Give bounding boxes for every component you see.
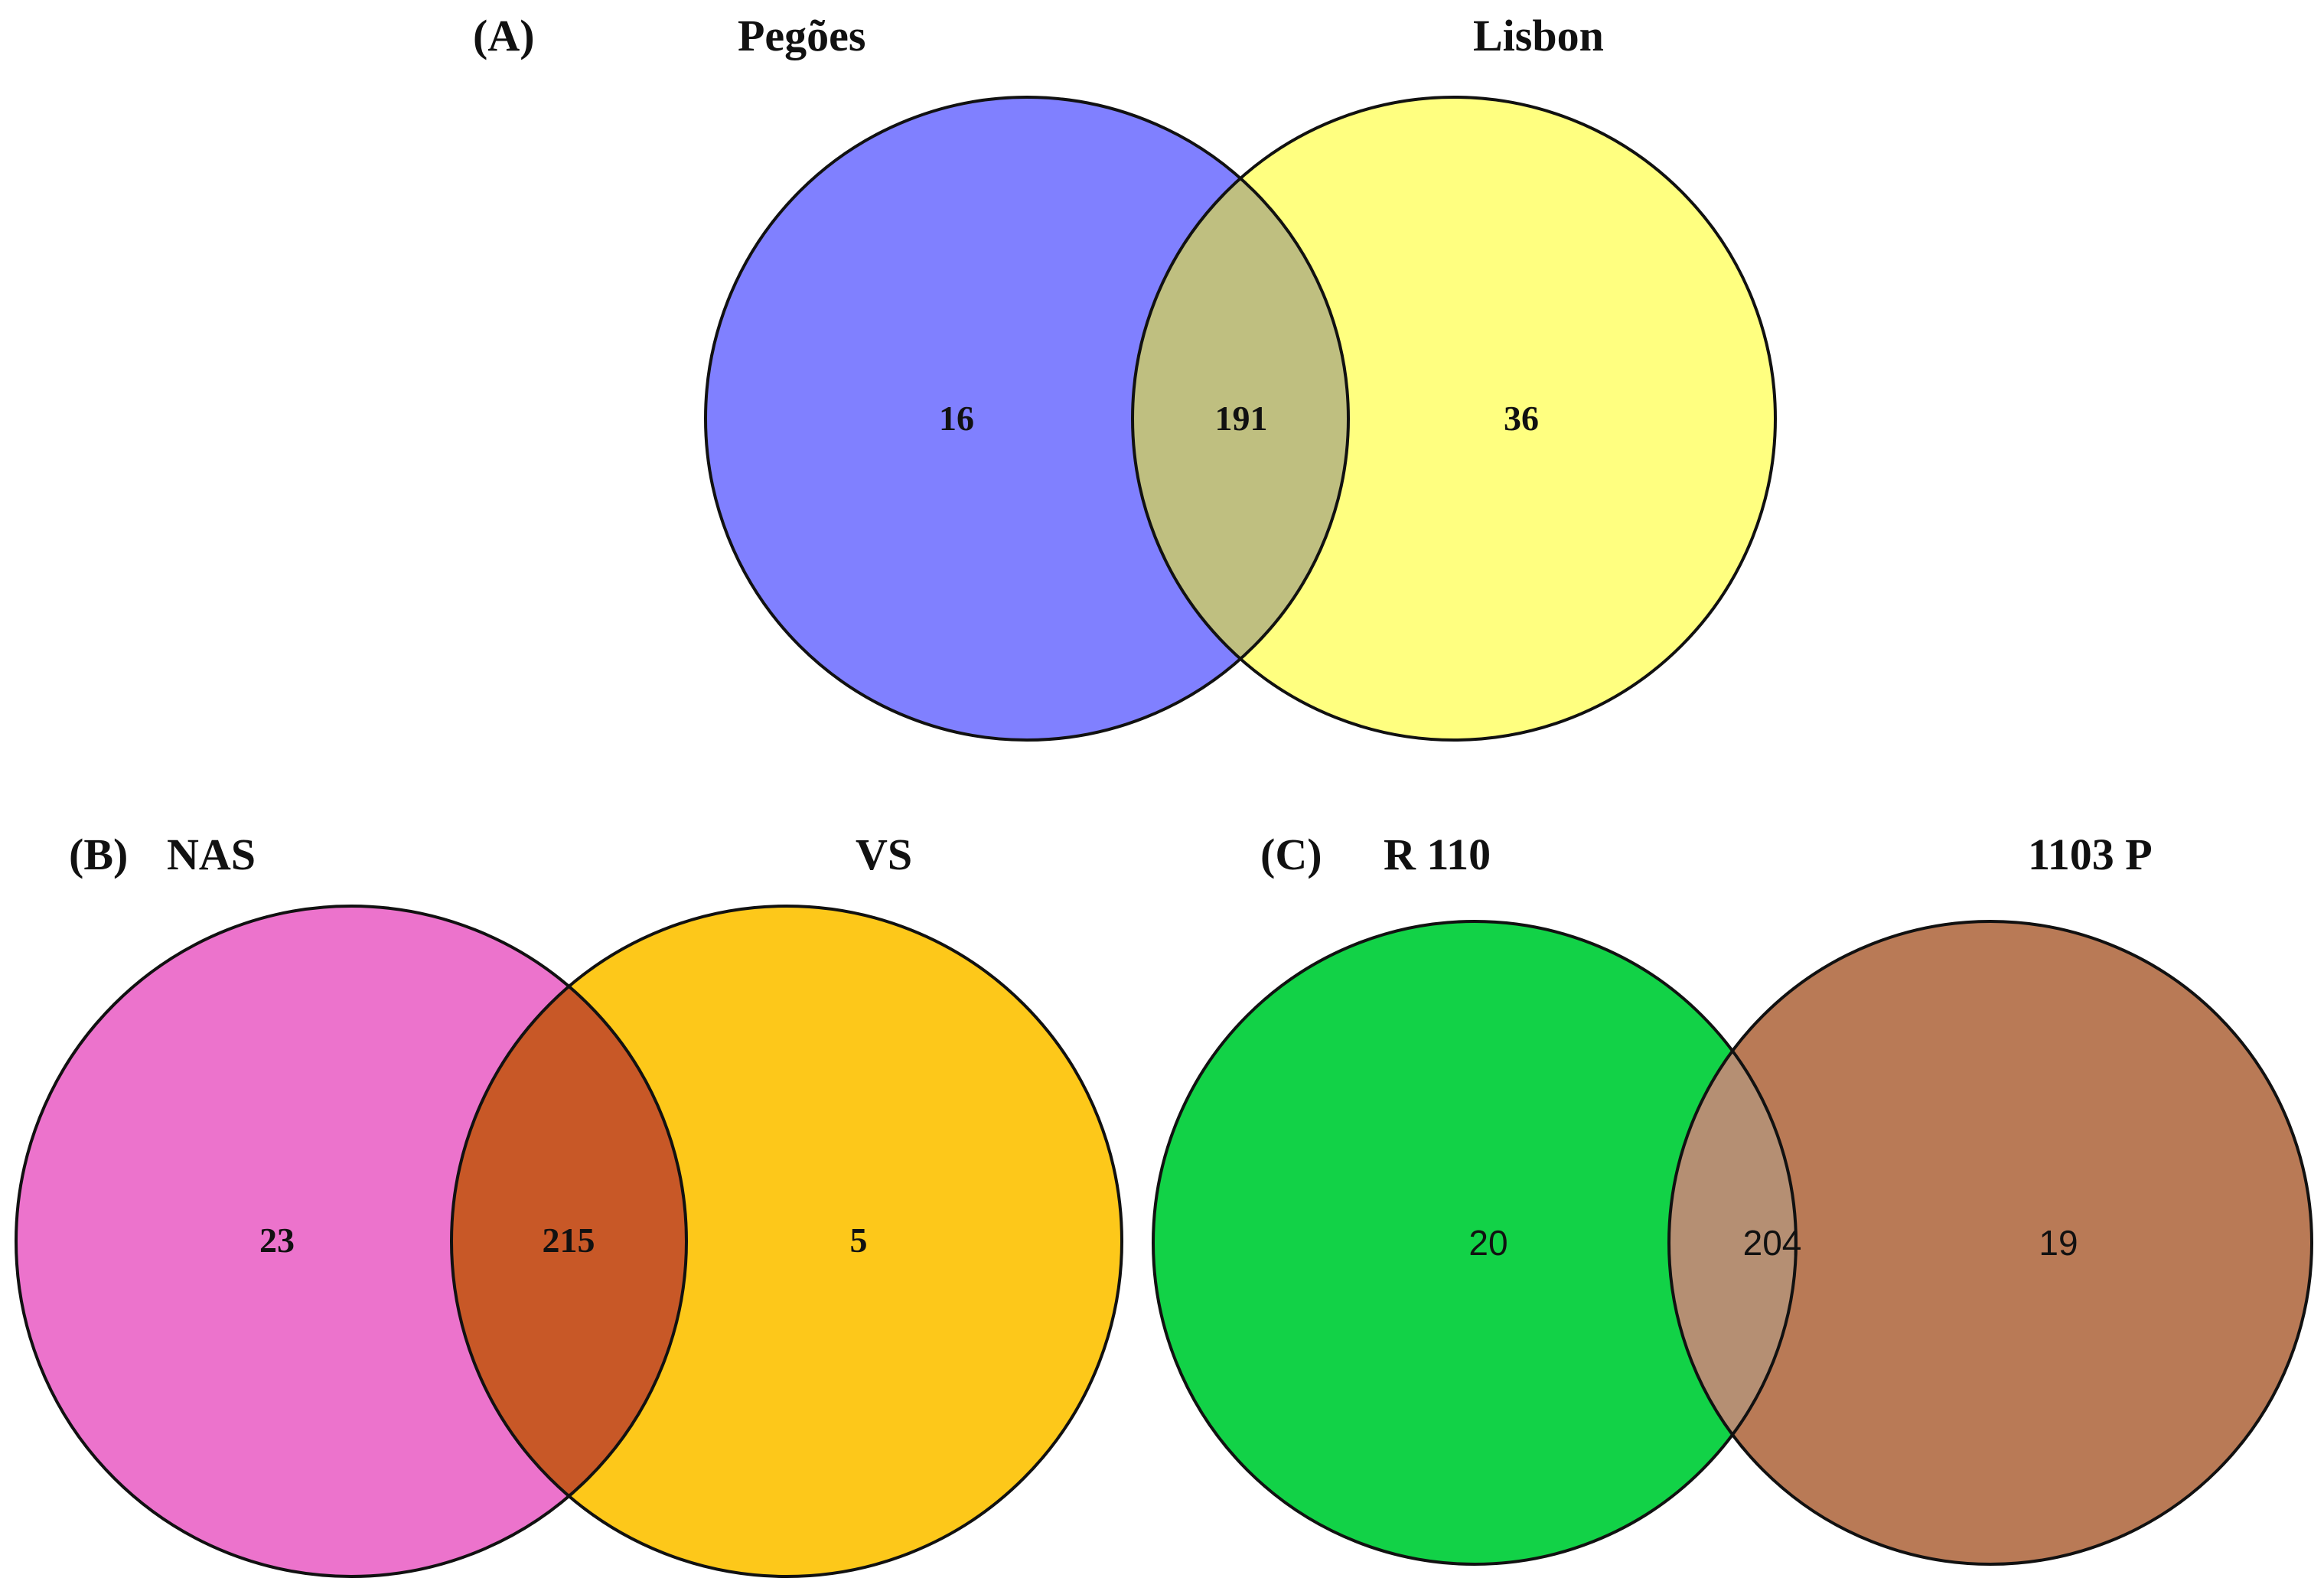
set-label-1103p: 1103 P [2028, 830, 2153, 879]
count-overlap-c: 204 [1743, 1223, 1802, 1263]
overlap-region-b [451, 906, 686, 1576]
set-label-r110: R 110 [1384, 830, 1491, 879]
set-circle-r110 [1153, 921, 1796, 1564]
count-lisbon-only: 36 [1504, 399, 1539, 438]
overlap-region-a [1133, 97, 1348, 740]
venn-panel-c: (C) R 110 1103 P 20 204 19 [1152, 830, 2313, 1566]
venn-panel-a: (A) Pegões Lisbon 16 191 36 [473, 11, 1777, 742]
set-circle-1103p [1669, 921, 2312, 1564]
set-label-nas: NAS [167, 830, 256, 879]
set-label-lisbon: Lisbon [1473, 11, 1604, 60]
count-overlap-b: 215 [543, 1221, 595, 1260]
count-vs-only: 5 [850, 1221, 868, 1260]
count-pegoes-only: 16 [939, 399, 974, 438]
set-label-vs: VS [856, 830, 912, 879]
set-label-pegoes: Pegões [738, 11, 866, 60]
count-1103p-only: 19 [2039, 1223, 2078, 1263]
panel-label-c: (C) [1260, 830, 1322, 879]
venn-panel-b: (B) NAS VS 23 215 5 [15, 830, 1123, 1578]
panel-label-b: (B) [69, 830, 128, 879]
count-r110-only: 20 [1468, 1223, 1508, 1263]
panel-label-a: (A) [473, 11, 535, 60]
count-overlap-a: 191 [1215, 399, 1268, 438]
count-nas-only: 23 [259, 1221, 295, 1260]
